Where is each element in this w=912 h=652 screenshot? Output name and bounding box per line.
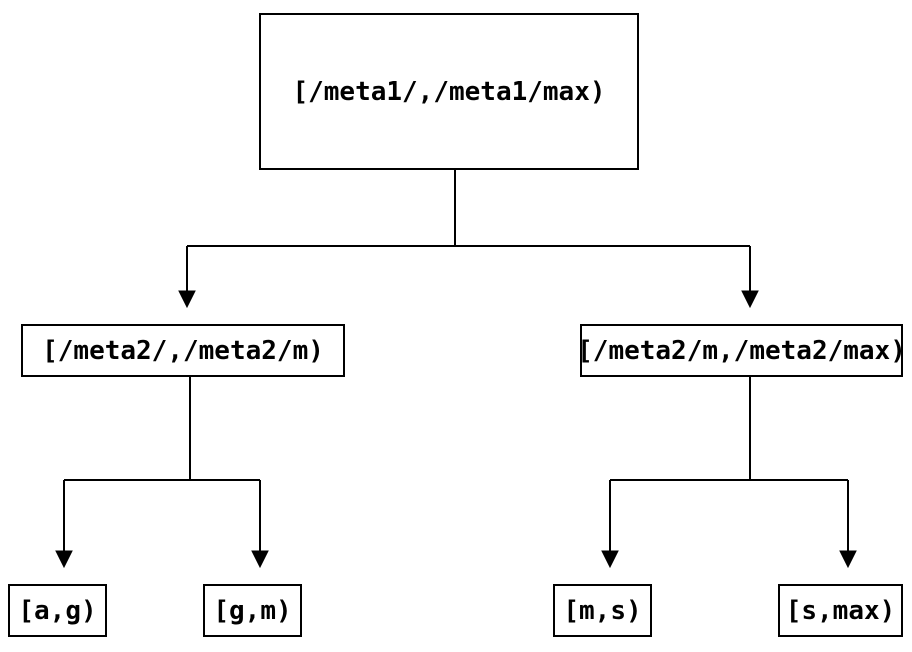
node-label: [/meta1/,/meta1/max) (292, 76, 606, 107)
node-leaf-range: [m,s) (553, 584, 652, 637)
arrowhead-down-icon (251, 550, 269, 569)
edge-left-child-to-leaves (55, 377, 269, 569)
edge-root-to-children (178, 170, 759, 309)
edge-line (186, 170, 751, 291)
edge-line (63, 377, 261, 551)
edge-line (609, 377, 849, 551)
node-label: [m,s) (563, 595, 642, 626)
node-leaf-range: [g,m) (203, 584, 302, 637)
node-right-child-range: [/meta2/m,/meta2/max) (577, 324, 906, 377)
node-label: [s,max) (785, 595, 896, 626)
arrowhead-down-icon (55, 550, 73, 569)
arrowhead-down-icon (178, 290, 196, 309)
node-label: [/meta2/,/meta2/m) (42, 335, 324, 366)
node-left-child-range: [/meta2/,/meta2/m) (21, 324, 345, 377)
edge-right-child-to-leaves (601, 377, 857, 569)
node-label: [g,m) (213, 595, 292, 626)
arrowhead-down-icon (741, 290, 759, 309)
node-label: [a,g) (18, 595, 97, 626)
node-root-range: [/meta1/,/meta1/max) (259, 13, 639, 170)
arrowhead-down-icon (839, 550, 857, 569)
node-leaf-range: [a,g) (8, 584, 107, 637)
arrowhead-down-icon (601, 550, 619, 569)
node-leaf-range: [s,max) (778, 584, 903, 637)
node-label: [/meta2/m,/meta2/max) (577, 335, 906, 366)
